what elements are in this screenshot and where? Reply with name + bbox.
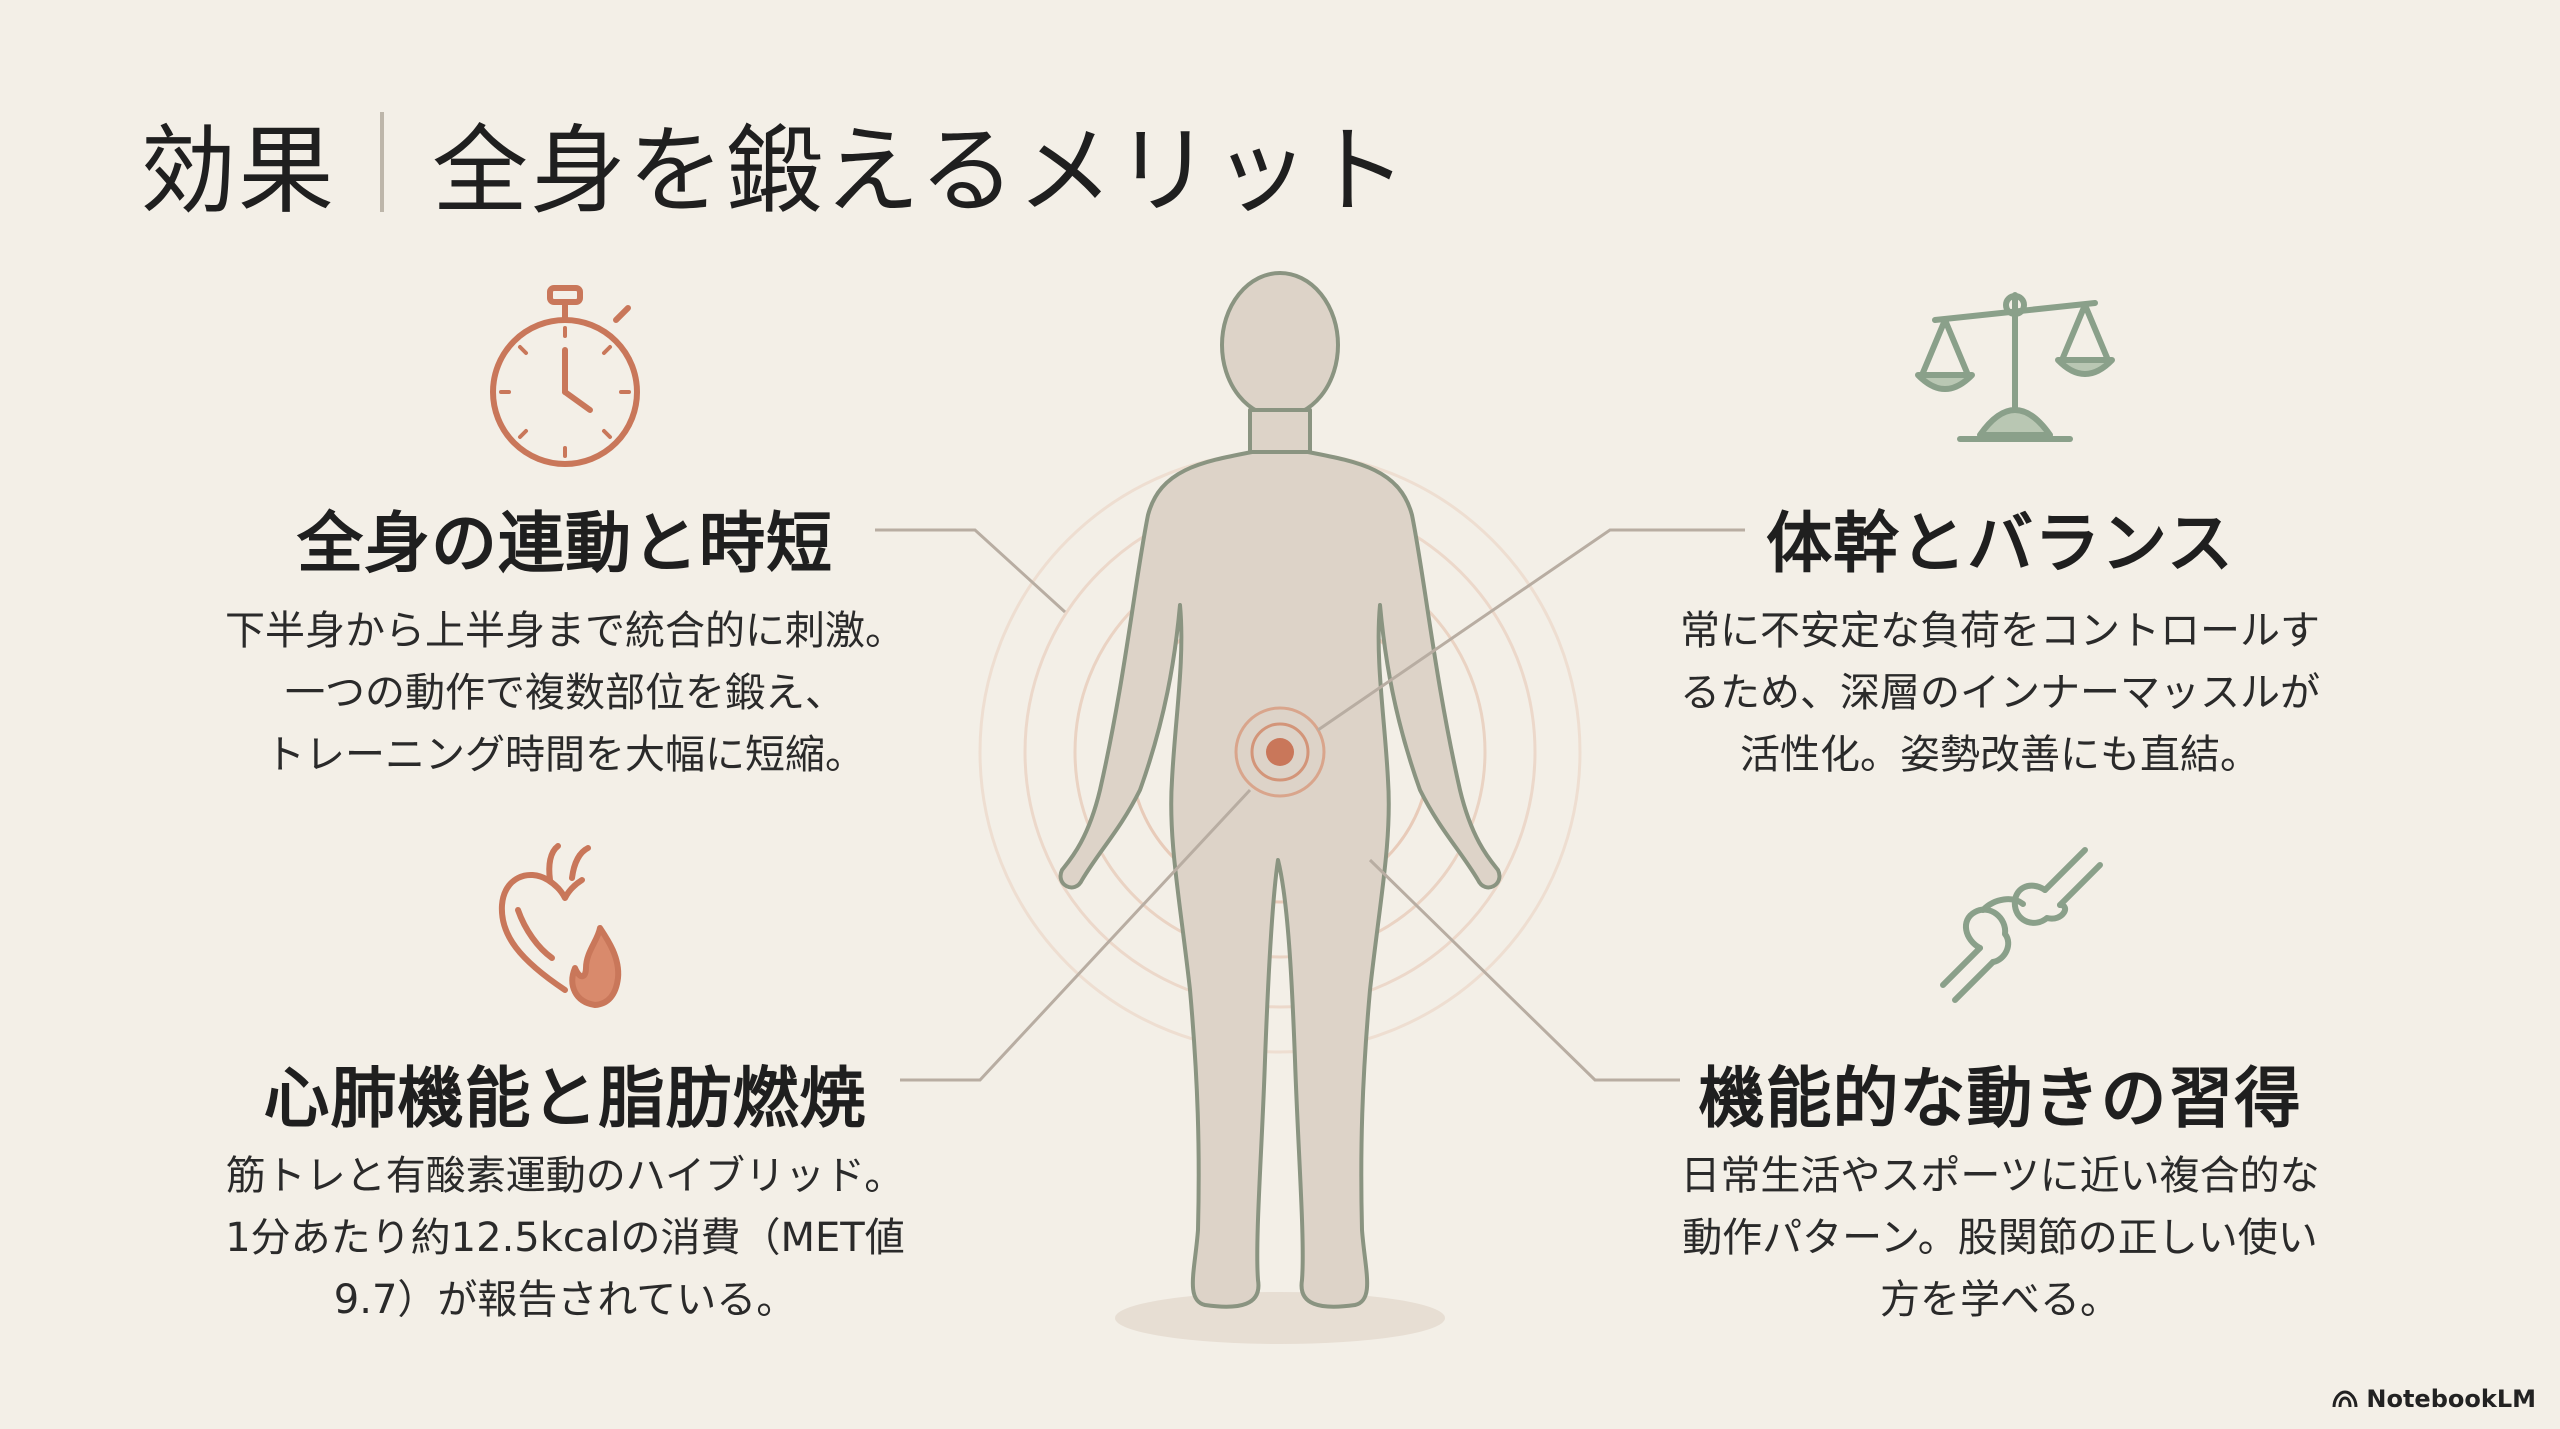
joint-icon xyxy=(1935,840,2105,1010)
section-body-4: 日常生活やスポーツに近い複合的な 動作パターン。股関節の正しい使い 方を学べる。 xyxy=(1600,1145,2400,1331)
stopwatch-icon xyxy=(480,280,650,470)
section-body-2: 常に不安定な負荷をコントロールす るため、深層のインナーマッスルが 活性化。姿勢… xyxy=(1600,600,2400,786)
section-2-line-1: 常に不安定な負荷をコントロールす xyxy=(1680,608,2320,654)
brand-watermark: NotebookLM xyxy=(2332,1385,2536,1413)
section-1-line-2: 一つの動作で複数部位を鍛え、 xyxy=(285,670,845,716)
page-title: 効果 全身を鍛えるメリット xyxy=(140,92,1409,232)
section-2-line-3: 活性化。姿勢改善にも直結。 xyxy=(1740,732,2260,778)
section-3-line-3: 9.7）が報告されている。 xyxy=(333,1277,797,1323)
section-4-line-1: 日常生活やスポーツに近い複合的な xyxy=(1680,1153,2320,1199)
section-3-line-2: 1分あたり約12.5kcalの消費（MET値 xyxy=(225,1215,905,1261)
section-1-line-1: 下半身から上半身まで統合的に刺激。 xyxy=(225,608,905,654)
section-4-line-2: 動作パターン。股関節の正しい使い xyxy=(1682,1215,2318,1261)
notebooklm-logo-icon xyxy=(2332,1390,2358,1408)
title-main: 効果 xyxy=(140,114,336,227)
heart-flame-icon xyxy=(490,840,640,1010)
section-1-line-3: トレーニング時間を大幅に短縮。 xyxy=(265,732,865,778)
balance-scale-icon xyxy=(1910,275,2120,465)
section-2-line-2: るため、深層のインナーマッスルが xyxy=(1680,670,2320,716)
section-heading-3: 心肺機能と脂肪燃焼 xyxy=(263,1060,867,1137)
section-body-3: 筋トレと有酸素運動のハイブリッド。 1分あたり約12.5kcalの消費（MET値… xyxy=(165,1145,965,1331)
section-heading-1: 全身の連動と時短 xyxy=(297,505,833,582)
section-3-line-1: 筋トレと有酸素運動のハイブリッド。 xyxy=(225,1153,905,1199)
section-body-1: 下半身から上半身まで統合的に刺激。 一つの動作で複数部位を鍛え、 トレーニング時… xyxy=(165,600,965,786)
title-sub: 全身を鍛えるメリット xyxy=(432,114,1410,227)
brand-label: NotebookLM xyxy=(2366,1385,2536,1413)
section-4-line-3: 方を学べる。 xyxy=(1880,1277,2120,1323)
title-separator xyxy=(380,112,384,212)
section-heading-2: 体幹とバランス xyxy=(1766,505,2234,582)
section-heading-4: 機能的な動きの習得 xyxy=(1698,1060,2302,1137)
